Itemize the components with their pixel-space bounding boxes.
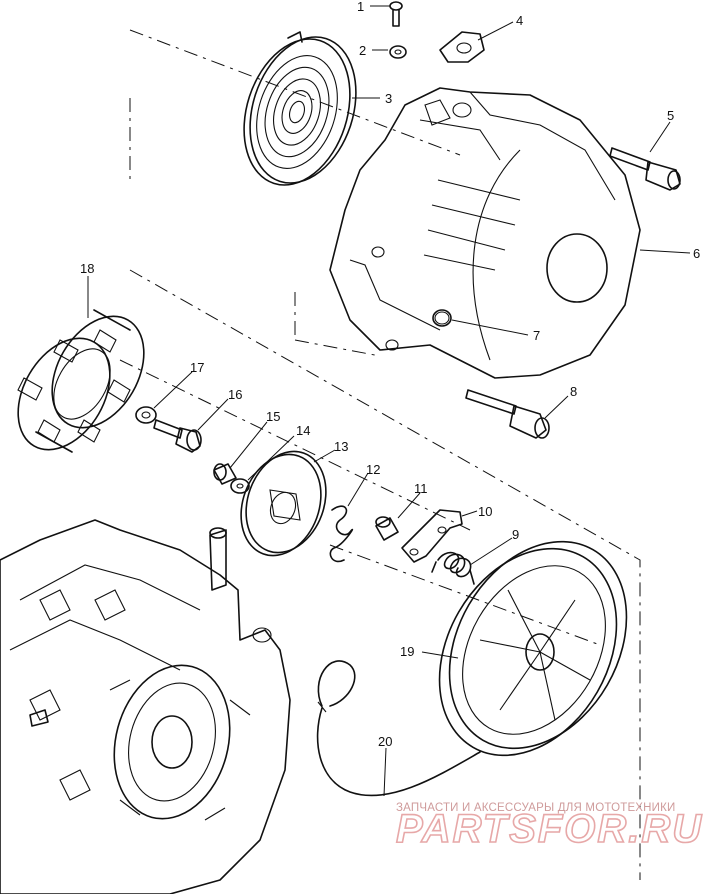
part-17-washer [135, 406, 157, 424]
part-5-bolt [609, 147, 681, 191]
assembly-axis-lines [119, 29, 641, 880]
callout-9: 9 [512, 527, 519, 542]
part-3-recoil-spring [243, 31, 357, 186]
callout-8: 8 [570, 384, 577, 399]
callout-7: 7 [533, 328, 540, 343]
callout-2: 2 [359, 43, 366, 58]
part-7-grommet [432, 309, 452, 327]
part-8-bolt [465, 389, 550, 439]
part-18-starter-cup [17, 309, 145, 453]
part-14-washer [230, 478, 250, 494]
part-12-clip [329, 505, 354, 563]
callout-6: 6 [693, 246, 700, 261]
callout-13: 13 [334, 439, 348, 454]
callout-16: 16 [228, 387, 242, 402]
callout-18: 18 [80, 261, 94, 276]
callout-1: 1 [357, 0, 364, 14]
callout-11: 11 [414, 481, 428, 496]
part-6-starter-housing [329, 87, 641, 379]
part-20-starter-rope [316, 660, 481, 797]
engine-crankcase [0, 519, 291, 894]
callout-3: 3 [385, 91, 392, 106]
part-2-washer [389, 45, 407, 59]
part-16-bolt [153, 419, 202, 453]
watermark: ЗАПЧАСТИ И АКСЕССУАРЫ ДЛЯ МОТОТЕХНИКИ PA… [395, 802, 703, 852]
callout-20: 20 [378, 734, 392, 749]
callout-19: 19 [400, 644, 414, 659]
watermark-logo: PARTSFOR.RU [396, 807, 703, 851]
part-15-screw [213, 463, 237, 485]
watermark-tagline: ЗАПЧАСТИ И АКСЕССУАРЫ ДЛЯ МОТОТЕХНИКИ [396, 802, 676, 814]
part-9-spring [431, 551, 475, 585]
part-1-screw [389, 1, 403, 27]
callout-leaders [87, 5, 691, 797]
callout-numbers: 1 2 3 4 5 6 7 8 9 10 11 12 13 14 15 16 1… [80, 0, 700, 749]
part-11-pin [375, 516, 399, 541]
callout-10: 10 [478, 504, 492, 519]
part-10-pawl [401, 509, 463, 563]
part-4-plate [439, 31, 485, 63]
part-13-friction-plate [240, 450, 327, 557]
callout-12: 12 [366, 462, 380, 477]
part-19-pulley [438, 540, 628, 757]
callout-14: 14 [296, 423, 310, 438]
callout-17: 17 [190, 360, 204, 375]
callout-5: 5 [667, 108, 674, 123]
callout-15: 15 [266, 409, 280, 424]
callout-4: 4 [516, 13, 523, 28]
